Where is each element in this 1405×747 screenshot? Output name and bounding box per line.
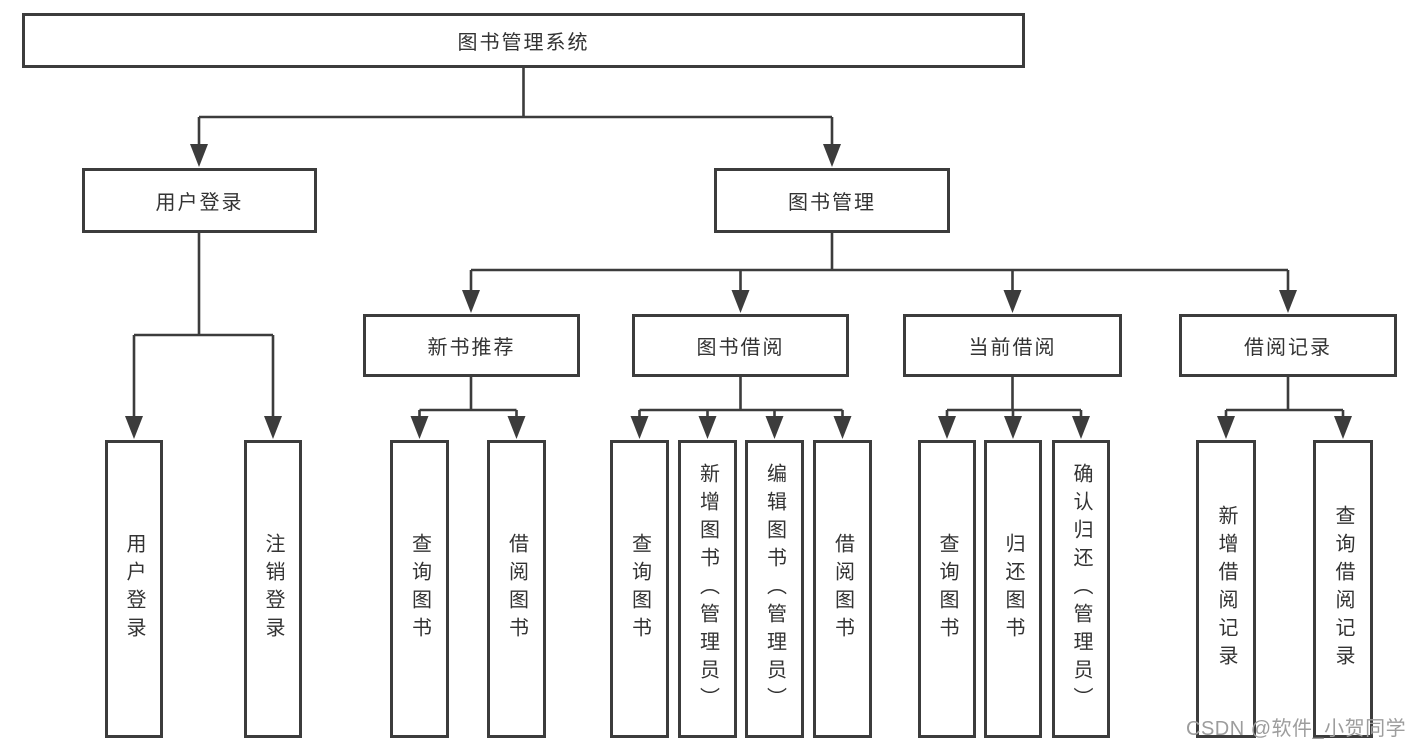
leaf-borrow-books-recommend: 借阅图书 <box>487 440 546 738</box>
node-label: 编辑图书（管理员） <box>763 463 786 715</box>
leaf-return-books: 归还图书 <box>984 440 1042 738</box>
node-label: 借阅图书 <box>505 533 528 645</box>
node-label: 查询图书 <box>628 533 651 645</box>
node-label: 新书推荐 <box>427 337 516 359</box>
node-book-borrowing: 图书借阅 <box>632 314 849 377</box>
node-user-login: 用户登录 <box>82 168 317 233</box>
node-new-book-recommendation: 新书推荐 <box>363 314 580 377</box>
node-current-borrowing: 当前借阅 <box>903 314 1122 377</box>
node-label: 归还图书 <box>1002 533 1024 645</box>
edge-book-borrow-branch <box>630 377 852 439</box>
node-label: 查询图书 <box>408 533 431 645</box>
node-label: 新增借阅记录 <box>1215 505 1237 673</box>
edge-root-branch <box>190 68 841 167</box>
edge-book-mgmt-branch <box>462 233 1297 313</box>
leaf-add-books-admin: 新增图书（管理员） <box>678 440 737 738</box>
edge-current-borrow-branch <box>938 377 1090 439</box>
leaf-logout-login: 注销登录 <box>244 440 302 738</box>
leaf-confirm-return-admin: 确认归还（管理员） <box>1052 440 1110 738</box>
edge-borrow-records-branch <box>1217 377 1352 439</box>
node-label: 查询图书 <box>936 533 958 645</box>
watermark: CSDN @软件_小贺同学 <box>1186 718 1405 740</box>
node-borrowing-records: 借阅记录 <box>1179 314 1397 377</box>
leaf-add-borrow-record: 新增借阅记录 <box>1196 440 1256 738</box>
node-label: 图书管理 <box>788 192 876 214</box>
leaf-query-borrow-record: 查询借阅记录 <box>1313 440 1373 738</box>
edge-user-login-branch <box>125 233 282 439</box>
node-label: 图书管理系统 <box>457 32 590 54</box>
node-label: 用户登录 <box>123 533 145 645</box>
node-label: 注销登录 <box>262 533 284 645</box>
node-label: 当前借阅 <box>968 337 1057 359</box>
leaf-query-books-current: 查询图书 <box>918 440 976 738</box>
leaf-query-books-borrow: 查询图书 <box>610 440 669 738</box>
edge-new-book-branch <box>410 377 526 439</box>
node-label: 查询借阅记录 <box>1332 505 1354 673</box>
node-label: 确认归还（管理员） <box>1070 463 1092 715</box>
leaf-user-login: 用户登录 <box>105 440 163 738</box>
node-book-management: 图书管理 <box>714 168 950 233</box>
node-library-system: 图书管理系统 <box>22 13 1025 68</box>
node-label: 借阅记录 <box>1244 337 1332 359</box>
node-label: 图书借阅 <box>696 337 785 359</box>
node-label: 用户登录 <box>155 192 244 214</box>
leaf-borrow-books: 借阅图书 <box>813 440 872 738</box>
node-label: 借阅图书 <box>831 533 854 645</box>
node-label: 新增图书（管理员） <box>696 463 719 715</box>
leaf-query-books-recommend: 查询图书 <box>390 440 449 738</box>
leaf-edit-books-admin: 编辑图书（管理员） <box>745 440 804 738</box>
